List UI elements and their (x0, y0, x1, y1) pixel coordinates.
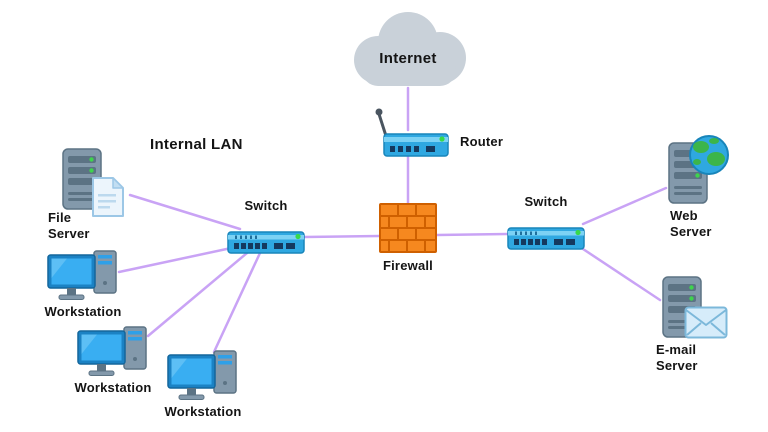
email-server-label-line1: E-mail (656, 342, 697, 357)
connection-switch-email-server (578, 245, 662, 302)
router-node: Router (374, 106, 534, 162)
email-server-node: E-mail Server (652, 274, 762, 384)
connection-switch-web-server (581, 186, 668, 226)
internet-label: Internet (379, 50, 437, 67)
workstation-icon (167, 350, 237, 400)
workstation-node: Workstation (148, 350, 258, 420)
firewall-node: Firewall (372, 203, 444, 274)
file-server-node: File Server (40, 148, 150, 248)
internal-lan-label: Internal LAN (150, 136, 243, 153)
workstation-node: Workstation (28, 250, 138, 320)
switch-icon (227, 231, 305, 254)
router-label: Router (460, 134, 504, 149)
workstation-label: Workstation (74, 380, 152, 395)
web-server-label-line1: Web (670, 208, 698, 223)
right-switch-node: Switch (506, 194, 586, 251)
workstation-label: Workstation (44, 304, 122, 319)
file-server-label-line2: Server (48, 226, 90, 241)
workstation-icon (77, 326, 147, 376)
cloud-icon (354, 12, 466, 86)
file-server-label-line1: File (48, 210, 72, 225)
envelope-icon (684, 306, 728, 339)
server-tower-icon (62, 148, 102, 210)
connection-switch-workstation1 (117, 245, 238, 274)
web-server-node: Web Server (660, 135, 760, 248)
web-server-label-line2: Server (670, 224, 712, 239)
switch-icon (507, 227, 585, 250)
workstation-label: Workstation (164, 404, 242, 419)
connection-switch-file-server (128, 193, 242, 231)
globe-icon (689, 135, 729, 175)
internet-node: Internet (340, 6, 476, 94)
connection-firewall-left-switch (303, 234, 381, 239)
right-switch-label: Switch (524, 194, 568, 209)
workstation-node: Workstation (58, 326, 168, 396)
firewall-label: Firewall (382, 258, 433, 273)
web-server-label: Web Server (670, 208, 712, 240)
router-icon (375, 108, 449, 157)
email-server-label-line2: Server (656, 358, 698, 373)
connection-switch-workstation3 (212, 251, 262, 354)
connection-switch-workstation2 (146, 251, 249, 338)
left-switch-node: Switch (226, 198, 306, 255)
workstation-icon (47, 250, 117, 300)
left-switch-label: Switch (244, 198, 288, 213)
file-server-label: File Server (48, 210, 90, 242)
connection-firewall-right-switch (435, 232, 509, 237)
email-server-label: E-mail Server (656, 342, 698, 374)
firewall-icon (379, 203, 437, 253)
document-icon (92, 177, 124, 217)
